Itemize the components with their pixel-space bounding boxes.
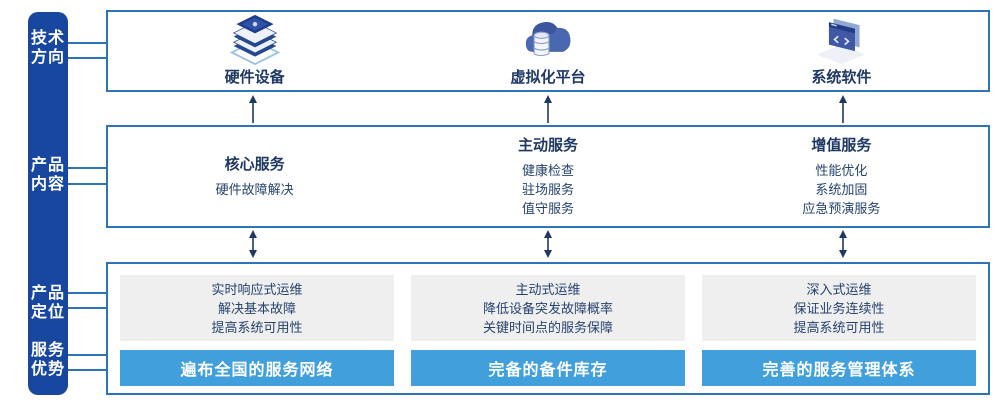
positioning-line: 降低设备突发故障概率 [482, 300, 613, 316]
sidebar-label-line: 产品 [30, 157, 65, 174]
positioning-column-deep: 深入式运维 保证业务连续性 提高系统可用性 完善的服务管理体系 [702, 275, 976, 386]
positioning-line: 提高系统可用性 [793, 319, 885, 335]
up-arrow [838, 95, 848, 123]
positioning-line: 解决基本故障 [217, 300, 296, 316]
tech-direction-box: 硬件设备 虚拟化平台 [106, 10, 990, 92]
positioning-panel: 深入式运维 保证业务连续性 提高系统可用性 [702, 275, 976, 341]
sidebar-label-line: 内容 [30, 176, 65, 193]
connector-line [68, 369, 106, 371]
service-item: 健康检查 [521, 162, 574, 178]
server-stack-icon [226, 14, 284, 65]
service-title: 增值服务 [811, 136, 872, 154]
sidebar-label-line: 技术 [30, 30, 65, 47]
service-item: 应急预演服务 [802, 200, 881, 216]
positioning-line: 主动式运维 [515, 281, 581, 297]
service-item: 系统加固 [815, 181, 868, 197]
service-title: 核心服务 [224, 155, 285, 173]
category-sidebar: 技术 方向 产品 内容 产品 定位 服务 优势 [28, 12, 68, 395]
double-arrow [838, 230, 848, 258]
connector-line [68, 354, 106, 356]
sidebar-label-line: 优势 [30, 361, 65, 378]
connector-line [68, 57, 106, 59]
service-item: 硬件故障解决 [215, 181, 294, 197]
sidebar-label-line: 方向 [30, 49, 65, 66]
double-arrow [543, 230, 553, 258]
connector-line [68, 183, 106, 185]
tech-column-hardware: 硬件设备 [108, 12, 401, 90]
up-arrow [248, 95, 258, 123]
service-column-value-added: 增值服务 性能优化 系统加固 应急预演服务 [695, 127, 988, 226]
positioning-line: 实时响应式运维 [211, 281, 303, 297]
positioning-panel: 主动式运维 降低设备突发故障概率 关键时间点的服务保障 [411, 275, 685, 341]
sidebar-item-product-positioning: 产品 定位 [28, 284, 68, 322]
positioning-line: 深入式运维 [806, 281, 872, 297]
service-item: 值守服务 [521, 200, 574, 216]
double-arrow [248, 230, 258, 258]
up-arrow [543, 95, 553, 123]
product-positioning-box: 实时响应式运维 解决基本故障 提高系统可用性 遍布全国的服务网络 主动式运维 降… [106, 262, 990, 395]
tech-label-virtualization: 虚拟化平台 [510, 69, 586, 86]
positioning-panel: 实时响应式运维 解决基本故障 提高系统可用性 [120, 275, 394, 341]
cloud-database-icon [520, 15, 576, 63]
advantage-bar: 完备的备件库存 [411, 350, 685, 386]
connector-line [68, 167, 106, 169]
service-item: 驻场服务 [521, 181, 574, 197]
code-window-icon [812, 15, 870, 65]
sidebar-item-tech-direction: 技术 方向 [28, 29, 68, 67]
advantage-bar: 完善的服务管理体系 [702, 350, 976, 386]
service-column-core: 核心服务 硬件故障解决 [108, 127, 401, 226]
sidebar-label-line: 定位 [30, 304, 65, 321]
positioning-line: 关键时间点的服务保障 [482, 319, 613, 335]
sidebar-label-line: 产品 [30, 285, 65, 302]
tech-column-software: 系统软件 [695, 12, 988, 90]
tech-label-hardware: 硬件设备 [224, 69, 285, 86]
positioning-line: 提高系统可用性 [211, 319, 303, 335]
connector-line [68, 307, 106, 309]
product-content-box: 核心服务 硬件故障解决 主动服务 健康检查 驻场服务 值守服务 增值服务 性能优… [106, 125, 990, 228]
positioning-column-realtime: 实时响应式运维 解决基本故障 提高系统可用性 遍布全国的服务网络 [120, 275, 394, 386]
positioning-column-proactive: 主动式运维 降低设备突发故障概率 关键时间点的服务保障 完备的备件库存 [411, 275, 685, 386]
tech-column-virtualization: 虚拟化平台 [401, 12, 694, 90]
advantage-bar: 遍布全国的服务网络 [120, 350, 394, 386]
tech-label-software: 系统软件 [811, 69, 872, 86]
sidebar-item-product-content: 产品 内容 [28, 156, 68, 194]
sidebar-label-line: 服务 [30, 342, 65, 359]
sidebar-item-service-advantage: 服务 优势 [28, 341, 68, 379]
service-item: 性能优化 [815, 162, 868, 178]
service-title: 主动服务 [517, 136, 578, 154]
service-column-proactive: 主动服务 健康检查 驻场服务 值守服务 [401, 127, 694, 226]
positioning-line: 保证业务连续性 [793, 300, 885, 316]
connector-line [68, 42, 106, 44]
connector-line [68, 292, 106, 294]
